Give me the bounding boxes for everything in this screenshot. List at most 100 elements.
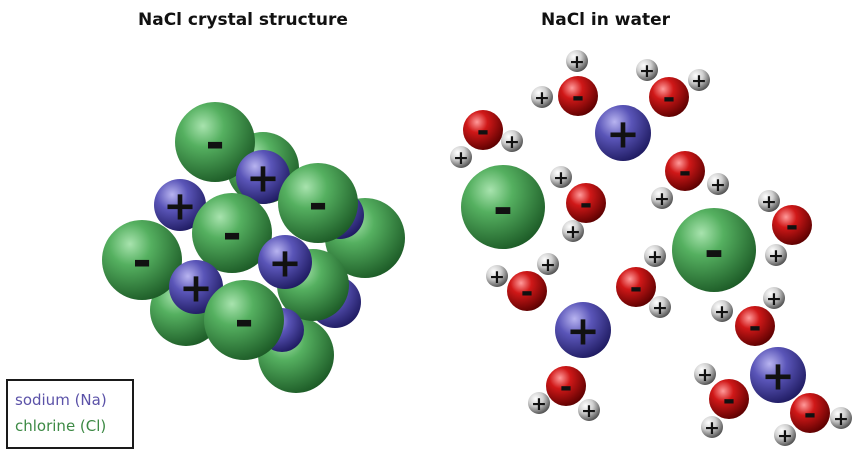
crystal-chloride-ion-sphere (102, 220, 182, 300)
water-hydrogen-atom-sphere (531, 86, 553, 108)
water-oxygen-atom-minus-sign: - (786, 209, 798, 244)
water-chloride-ion: - (461, 165, 545, 249)
water-oxygen-atom: - (772, 205, 812, 245)
water-hydrogen-atom-plus-sign: + (697, 364, 713, 386)
water-oxygen-atom-minus-sign: - (630, 271, 642, 306)
water-hydrogen-atom: + (694, 363, 716, 386)
crystal-chloride-ion: - (204, 280, 284, 360)
water-oxygen-atom-sphere (665, 151, 705, 191)
legend-chlorine: chlorine (Cl) (15, 417, 107, 435)
water-oxygen-atom-sphere (735, 306, 775, 346)
water-hydrogen-atom: + (562, 220, 584, 243)
crystal-sodium-ion-sphere (154, 179, 206, 231)
water-oxygen-atom-sphere (558, 76, 598, 116)
water-hydrogen-atom-sphere (765, 244, 787, 266)
water-hydrogen-atom-sphere (566, 50, 588, 72)
water-hydrogen-atom: + (537, 253, 559, 276)
crystal-chloride-ion: - (192, 193, 272, 273)
water-hydrogen-atom: + (578, 399, 600, 422)
water-sodium-ion: + (555, 302, 611, 358)
water-hydrogen-atom: + (636, 59, 658, 82)
crystal-sodium-ion: + (258, 235, 312, 289)
water-oxygen-atom: - (463, 110, 503, 150)
water-hydrogen-atom-plus-sign: + (639, 60, 655, 82)
water-hydrogen-atom-sphere (528, 392, 550, 414)
water-oxygen-atom-sphere (546, 366, 586, 406)
water-oxygen-atom-minus-sign: - (580, 187, 592, 222)
water-oxygen-atom: - (790, 393, 830, 433)
legend-box: sodium (Na) chlorine (Cl) (6, 379, 134, 449)
water-hydrogen-atom-plus-sign: + (714, 301, 730, 323)
water-sodium-ion-plus-sign: + (566, 308, 600, 354)
water-hydrogen-atom-plus-sign: + (553, 167, 569, 189)
water-hydrogen-atom: + (688, 69, 710, 92)
water-hydrogen-atom-sphere (486, 265, 508, 287)
water-hydrogen-atom-sphere (688, 69, 710, 91)
water-chloride-ion-minus-sign: - (493, 180, 513, 236)
water-chloride-ion: - (672, 208, 756, 292)
water-hydrogen-atom-plus-sign: + (777, 425, 793, 447)
water-hydrogen-atom-sphere (694, 363, 716, 385)
water-hydrogen-atom-plus-sign: + (504, 131, 520, 153)
water-hydrogen-atom-plus-sign: + (691, 70, 707, 92)
water-hydrogen-atom-sphere (707, 173, 729, 195)
crystal-chloride-ion-sphere (204, 280, 284, 360)
water-hydrogen-atom-plus-sign: + (768, 245, 784, 267)
crystal-chloride-ion-sphere (175, 102, 255, 182)
crystal-chloride-ion: - (175, 102, 255, 182)
water-hydrogen-atom-plus-sign: + (761, 191, 777, 213)
water-sodium-ion: + (750, 347, 806, 403)
title-water: NaCl in water (541, 10, 670, 30)
water-hydrogen-atom-sphere (711, 300, 733, 322)
water-hydrogen-atom: + (501, 130, 523, 153)
water-oxygen-atom: - (566, 183, 606, 223)
water-chloride-ion-sphere (461, 165, 545, 249)
water-oxygen-atom-sphere (709, 379, 749, 419)
water-hydrogen-atom: + (774, 424, 796, 447)
legend-sodium: sodium (Na) (15, 391, 107, 409)
water-hydrogen-atom-plus-sign: + (710, 174, 726, 196)
water-sodium-ion-plus-sign: + (761, 353, 795, 399)
crystal-sodium-ion-sphere (258, 235, 312, 289)
water-sodium-ion-plus-sign: + (606, 111, 640, 157)
crystal-sodium-ion: + (154, 179, 206, 231)
water-hydrogen-atom: + (649, 296, 671, 319)
water-hydrogen-atom-sphere (550, 166, 572, 188)
water-hydrogen-atom: + (763, 287, 785, 310)
water-oxygen-atom: - (709, 379, 749, 419)
crystal-sodium-ion: + (236, 150, 290, 204)
water-hydrogen-atom: + (450, 146, 472, 169)
water-sodium-ion-sphere (555, 302, 611, 358)
water-oxygen-atom-minus-sign: - (572, 80, 584, 115)
water-hydrogen-atom-plus-sign: + (704, 417, 720, 439)
water-hydrogen-atom-sphere (450, 146, 472, 168)
crystal-chloride-ion-minus-sign: - (222, 207, 241, 261)
water-hydrogen-atom: + (651, 187, 673, 210)
water-chloride-ion-sphere (672, 208, 756, 292)
crystal-chloride-ion-minus-sign: - (308, 177, 327, 231)
water-oxygen-atom-minus-sign: - (804, 397, 816, 432)
water-hydrogen-atom-plus-sign: + (647, 246, 663, 268)
water-sodium-ion: + (595, 105, 651, 161)
water-oxygen-atom-sphere (566, 183, 606, 223)
water-hydrogen-atom-sphere (562, 220, 584, 242)
water-hydrogen-atom: + (711, 300, 733, 323)
water-hydrogen-atom-plus-sign: + (581, 400, 597, 422)
water-hydrogen-atom: + (830, 407, 852, 430)
water-hydrogen-atom-plus-sign: + (531, 393, 547, 415)
crystal-sodium-ion-plus-sign: + (268, 240, 302, 286)
water-oxygen-atom-minus-sign: - (560, 370, 572, 405)
crystal-chloride-ion: - (278, 163, 358, 243)
water-oxygen-atom-minus-sign: - (477, 114, 489, 149)
water-hydrogen-atom-plus-sign: + (654, 188, 670, 210)
water-hydrogen-atom: + (550, 166, 572, 189)
water-hydrogen-atom: + (486, 265, 508, 288)
water-hydrogen-atom-plus-sign: + (652, 297, 668, 319)
water-hydrogen-atom-sphere (649, 296, 671, 318)
crystal-sodium-ion-plus-sign: + (246, 155, 280, 201)
water-oxygen-atom-sphere (463, 110, 503, 150)
water-oxygen-atom-minus-sign: - (679, 155, 691, 190)
water-oxygen-atom: - (507, 271, 547, 311)
water-hydrogen-atom: + (707, 173, 729, 196)
